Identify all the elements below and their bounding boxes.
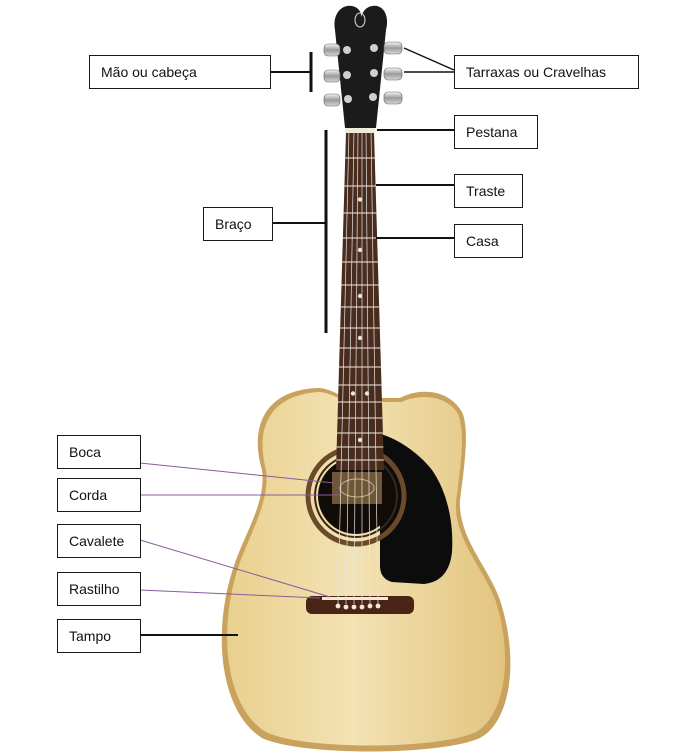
- label-fret-space: Casa: [454, 224, 523, 258]
- label-bridge: Cavalete: [57, 524, 141, 558]
- fret-markers: [350, 197, 370, 443]
- label-string: Corda: [57, 478, 141, 512]
- label-top: Tampo: [57, 619, 141, 653]
- saddle-graphic: [322, 597, 388, 600]
- bridge-graphic: [306, 596, 414, 614]
- fret-marker-dot: [357, 197, 363, 202]
- tuner-pegs: [323, 41, 403, 107]
- leader-lines: [139, 47, 455, 636]
- fret-marker-dot: [357, 437, 363, 443]
- label-nut: Pestana: [454, 115, 538, 149]
- headstock-graphic: [334, 5, 388, 129]
- label-soundhole: Boca: [57, 435, 141, 469]
- label-saddle: Rastilho: [57, 572, 141, 606]
- label-fret: Traste: [454, 174, 523, 208]
- fret-marker-dot: [357, 335, 363, 341]
- label-neck: Braço: [203, 207, 273, 241]
- inner-label-oval: [339, 478, 375, 498]
- fretboard: [336, 132, 384, 470]
- nut-graphic: [345, 128, 375, 133]
- bridge-pins: [335, 603, 381, 610]
- fret-marker-dot: [357, 293, 363, 299]
- fret-marker-dot: [350, 391, 356, 396]
- label-headstock: Mão ou cabeça: [89, 55, 271, 89]
- label-tuners: Tarraxas ou Cravelhas: [454, 55, 639, 89]
- fret-marker-dot: [357, 247, 363, 253]
- strings: [337, 129, 379, 605]
- headstock-logo: [354, 12, 366, 28]
